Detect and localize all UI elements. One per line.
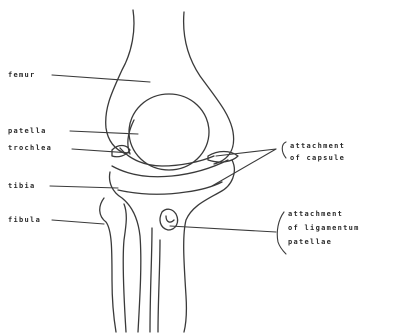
capsule-leader-lower	[212, 149, 276, 186]
femur-leader	[52, 75, 150, 82]
tibia-inner-line	[150, 228, 152, 332]
label-fibula: fibula	[8, 216, 41, 224]
label-ligament-line3: patellae	[288, 238, 332, 246]
tibia-outline	[110, 160, 235, 332]
capsule-leader-upper	[216, 149, 276, 156]
label-tibia: tibia	[8, 182, 36, 190]
tibia-leader	[50, 186, 118, 188]
label-capsule-line1: attachment	[290, 142, 345, 150]
capsule-bracket	[282, 142, 286, 158]
tibia-inner-line-2	[158, 240, 160, 332]
patella-leader	[70, 131, 138, 134]
ligament-leader	[170, 226, 276, 232]
label-capsule-line2: of capsule	[290, 154, 345, 162]
ligament-bracket	[277, 212, 286, 254]
joint-line	[112, 160, 228, 177]
femur-outline	[106, 10, 234, 164]
fibula-outline	[100, 198, 127, 332]
fibula-leader	[52, 220, 104, 224]
tibial-tuberosity-inner	[166, 216, 174, 222]
label-femur: femur	[8, 71, 36, 79]
patella-outline	[129, 94, 209, 170]
tibial-plateau	[118, 182, 222, 194]
label-patella: patella	[8, 127, 47, 135]
label-trochlea: trochlea	[8, 144, 52, 152]
tibial-tuberosity	[160, 209, 178, 230]
label-ligament-line2: of ligamentum	[288, 224, 360, 232]
label-ligament-line1: attachment	[288, 210, 343, 218]
